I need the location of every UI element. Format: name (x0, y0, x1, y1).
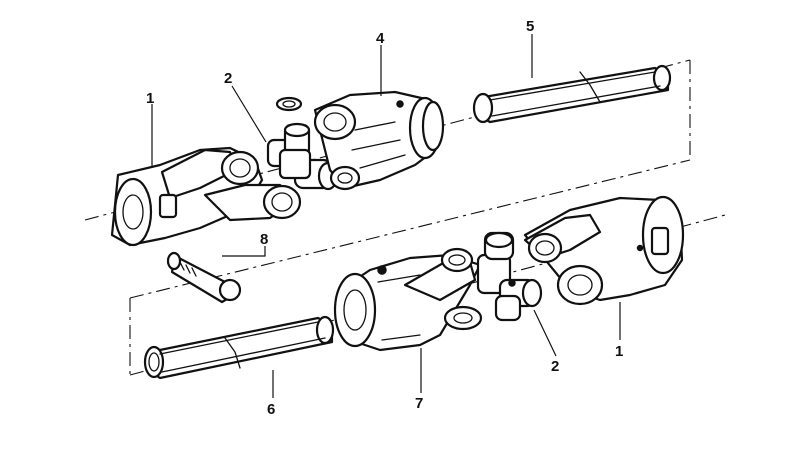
lower-inner-yoke (333, 247, 483, 352)
callout-4: 4 (376, 30, 385, 47)
callout-7: 7 (415, 395, 423, 412)
circlip-ring (275, 96, 303, 112)
circlip-ring-inner (282, 100, 296, 108)
lower-outer-yoke (523, 195, 685, 306)
locking-pin (166, 251, 242, 304)
callout-1-lower: 1 (615, 343, 623, 360)
lower-profile-tube (143, 315, 335, 380)
lower-cross-joint (476, 231, 543, 322)
leader-lines (151, 34, 621, 398)
callout-6: 6 (267, 401, 275, 418)
callout-8: 8 (260, 231, 268, 248)
callout-2-lower: 2 (551, 358, 559, 375)
callout-5: 5 (526, 18, 534, 35)
upper-inner-yoke (313, 90, 445, 191)
upper-profile-tube (472, 64, 672, 124)
callout-2-upper: 2 (224, 70, 232, 87)
upper-outer-yoke (110, 146, 302, 247)
callout-1-upper: 1 (146, 90, 154, 107)
